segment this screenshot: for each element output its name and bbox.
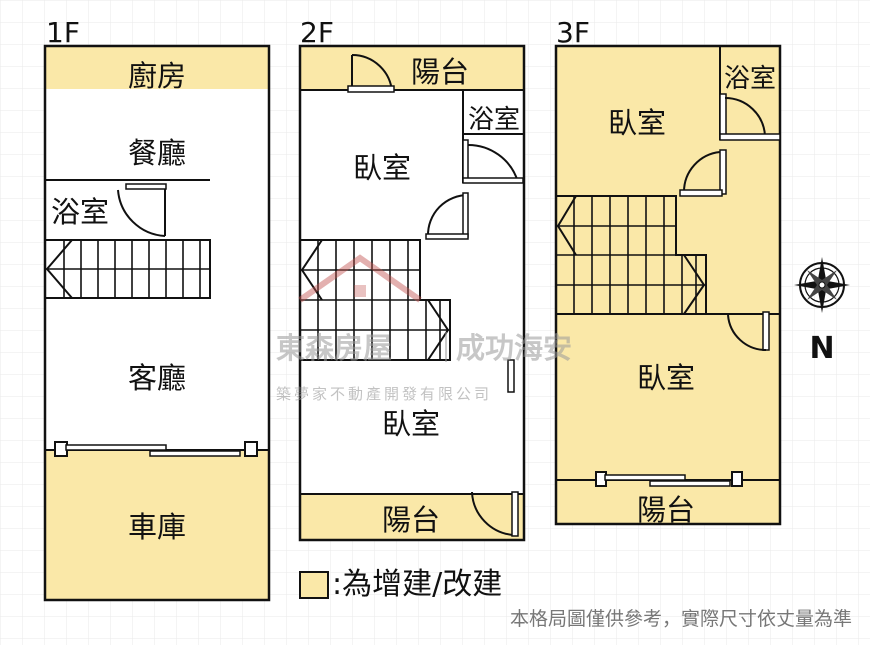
- floor-2f-base: [300, 46, 524, 540]
- bathroom-3f-door-swing: [724, 96, 766, 137]
- bathroom-door-frame: [125, 183, 167, 190]
- watermark-brand-left: 東森房屋: [276, 331, 392, 365]
- bedroom-2f-top-label: 臥室: [353, 151, 411, 185]
- sliding-door-1f: [45, 441, 269, 457]
- balcony-3f-label: 陽台: [637, 493, 695, 527]
- disclaimer-footnote: 本格局圖僅供參考，實際尺寸依丈量為準: [510, 608, 852, 630]
- garage-label: 車庫: [128, 510, 186, 544]
- staircase-3f: [556, 195, 707, 315]
- legend-text: :為增建/改建: [332, 567, 502, 602]
- compass-rose-icon: [794, 257, 850, 313]
- floor-1f-outline: [43, 44, 271, 602]
- floor-2f-label: 2F: [300, 16, 334, 49]
- legend-swatch: [299, 571, 329, 599]
- bedroom-3f-door-swing: [682, 151, 721, 193]
- floor-2f: 2F 陽台 浴室 臥室 臥室 陽台: [298, 16, 526, 542]
- bedroom-2f-bottom-label: 臥室: [382, 407, 440, 441]
- floor-1f: 1F 廚房 餐廳 浴室 客廳 車庫: [43, 16, 271, 602]
- floor-3f: 3F 浴室 臥室 臥室 陽台: [554, 16, 782, 527]
- watermark: 東森房屋 成功海安 築夢家不動產開發有限公司: [276, 254, 572, 403]
- balcony-bottom-door-swing: [471, 491, 515, 536]
- sliding-door-3f: [556, 471, 780, 487]
- bathroom-2f-label: 浴室: [468, 105, 520, 135]
- bathroom-3f-label: 浴室: [724, 64, 776, 94]
- kitchen-addition-area: [45, 46, 269, 89]
- bedroom-3f-bottom-door-swing: [727, 314, 767, 352]
- staircase-1f: [44, 239, 211, 299]
- bathroom-1f-label: 浴室: [51, 195, 109, 229]
- floor-2f-outline: [298, 44, 526, 542]
- compass-north-label: N: [809, 331, 834, 366]
- balcony-top-addition-area: [300, 46, 524, 90]
- bathroom-2f-door-swing: [465, 143, 519, 183]
- bedroom-2f-door-swing: [426, 194, 469, 237]
- living-room-label: 客廳: [128, 361, 186, 395]
- floor-1f-label: 1F: [46, 16, 80, 49]
- watermark-company: 築夢家不動產開發有限公司: [276, 385, 492, 403]
- balcony-bottom-addition-area: [300, 494, 524, 540]
- bedroom-3f-top-label: 臥室: [608, 106, 666, 140]
- garage-addition-area: [45, 450, 269, 600]
- kitchen-label: 廚房: [128, 59, 186, 93]
- watermark-brand-right: 成功海安: [456, 331, 572, 365]
- floor-3f-label: 3F: [556, 16, 590, 49]
- watermark-window-logo: [354, 285, 366, 297]
- balcony-bottom-label: 陽台: [382, 503, 440, 537]
- dining-label: 餐廳: [128, 136, 186, 170]
- bathroom-door-swing: [117, 189, 166, 237]
- bedroom-3f-bottom-label: 臥室: [637, 361, 695, 395]
- staircase-2f: [300, 239, 451, 361]
- watermark-roof-logo: [298, 254, 422, 303]
- balcony-top-label: 陽台: [411, 55, 469, 89]
